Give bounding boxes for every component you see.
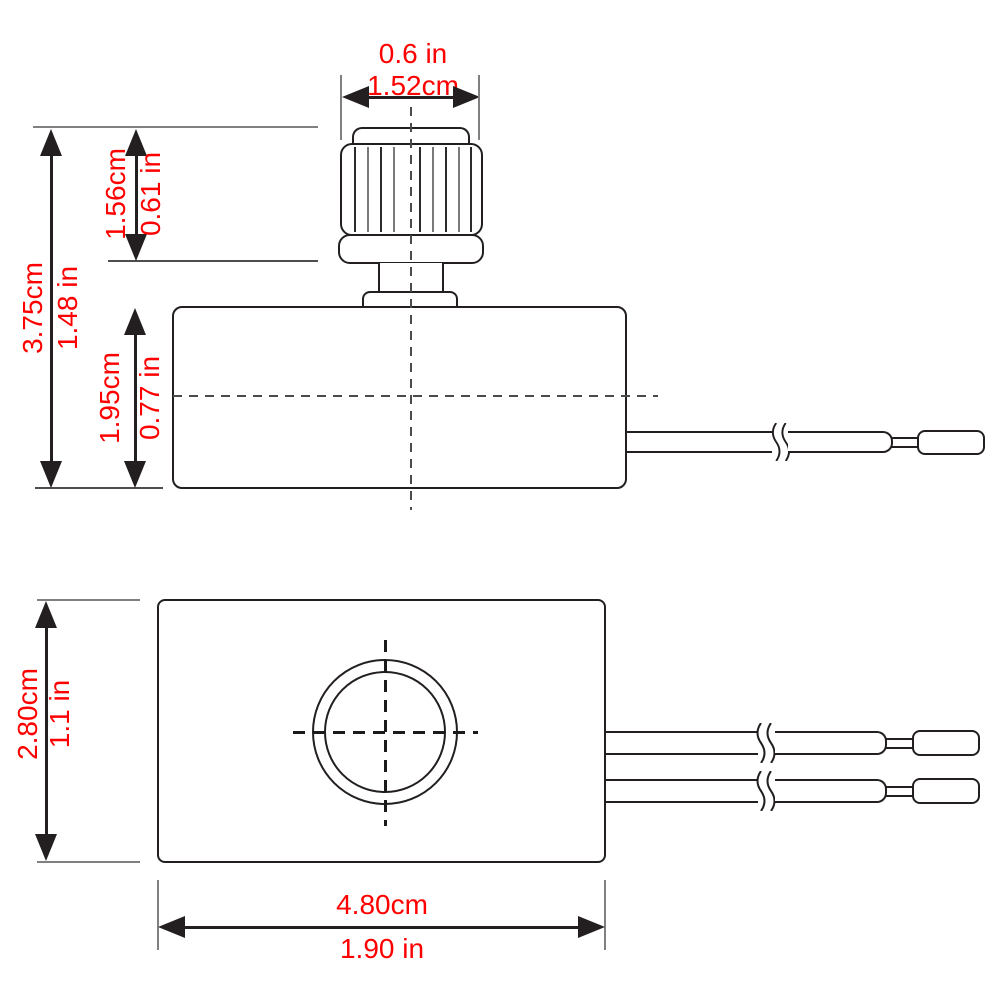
- wire-segment: [606, 779, 758, 803]
- wire-bare-end: [891, 437, 919, 448]
- knurl-rib: [445, 147, 447, 232]
- wire-break-icon: [756, 723, 776, 763]
- knurl-rib: [432, 147, 434, 232]
- extension-line: [340, 75, 342, 140]
- extension-line: [35, 487, 163, 489]
- wire-terminal: [912, 730, 980, 756]
- extension-line: [604, 880, 606, 950]
- wire-terminal: [912, 778, 980, 804]
- crosshair-vertical: [384, 640, 387, 826]
- wire-segment: [788, 431, 893, 453]
- knob-width-label-cm: 1.52cm: [367, 70, 459, 101]
- knurl-rib: [367, 147, 369, 232]
- knurl-rib: [354, 147, 356, 232]
- center-line-horizontal: [173, 395, 658, 397]
- extension-line: [157, 880, 159, 950]
- wire-segment: [775, 779, 887, 803]
- top-height-label-cm: 2.80cm: [12, 668, 43, 760]
- top-width-label-cm: 4.80cm: [336, 889, 428, 920]
- switch-body: [172, 306, 627, 489]
- wire-bare-end: [885, 738, 914, 749]
- knob-width-label-in: 0.6 in: [378, 38, 448, 69]
- extension-line: [478, 75, 480, 140]
- knurl-rib: [380, 147, 382, 232]
- extension-line: [37, 599, 140, 601]
- knurl-rib: [419, 147, 421, 232]
- center-line-vertical: [410, 107, 412, 510]
- top-height-label-in: 1.1 in: [44, 679, 75, 749]
- knurl-rib: [458, 147, 460, 232]
- knurl-rib: [470, 147, 472, 232]
- top-width-label-in: 1.90 in: [339, 933, 425, 964]
- extension-line: [33, 126, 318, 128]
- wire-segment: [627, 431, 772, 453]
- wire-terminal: [917, 430, 985, 455]
- wire-break-icon: [756, 771, 776, 811]
- wire-bare-end: [885, 786, 914, 797]
- knurl-rib: [393, 147, 395, 232]
- extension-line: [37, 861, 140, 863]
- extension-line: [108, 260, 318, 262]
- wire-break-icon: [771, 423, 790, 461]
- wire-segment: [606, 731, 758, 755]
- wire-segment: [775, 731, 887, 755]
